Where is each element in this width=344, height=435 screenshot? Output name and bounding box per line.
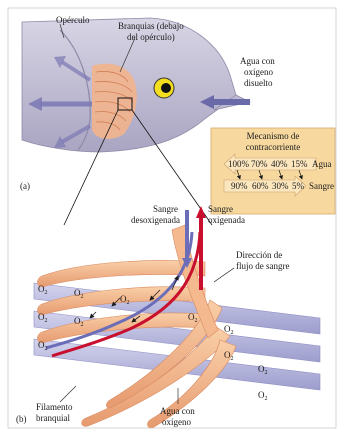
direccion-label-line1: Dirección de [236,250,282,260]
sangre-ox-label-line2: oxigenada [208,215,245,225]
agua-oxigeno-label-line2: oxígeno [162,417,191,427]
countercurrent-title-line2: contracorriente [246,142,300,152]
blood-value-3: 30% [272,181,289,191]
agua-label-line3: disuelto [244,78,273,88]
o2-label: O2 [258,390,268,402]
direccion-label-line2: flujo de sangre [236,261,289,271]
water-value-4: 15% [291,159,308,169]
filamento-label-line2: branquial [36,413,70,423]
o2-subscript: 2 [231,356,234,362]
o2-subscript: 2 [231,330,234,336]
o2-subscript: 2 [81,322,84,328]
countercurrent-title-line1: Mecanismo de [247,131,300,141]
o2-subscript: 2 [265,370,268,376]
water-row-label: Agua [312,159,332,169]
water-value-3: 40% [271,159,288,169]
water-value-1: 100% [228,159,250,169]
o2-subscript: 2 [45,290,48,296]
oxygenated-blood-arrowhead [196,206,206,218]
agua-oxigeno-label-line1: Agua con [160,406,195,416]
part-b-label: (b) [16,414,27,424]
fish-eye [154,78,174,98]
sangre-ox-label-line1: Sangre [208,204,233,214]
o2-subscript: 2 [81,294,84,300]
branquias-label-line1: Branquias (debajo [118,21,184,31]
countercurrent-box: Mecanismo de contracorriente 100% 70% 40… [211,128,335,214]
filamento-label-line1: Filamento [36,402,73,412]
o2-subscript: 2 [45,346,48,352]
flow-direction-leader [214,268,234,282]
o2-subscript: 2 [45,318,48,324]
o2-subscript: 2 [265,396,268,402]
operculo-label: Opérculo [56,15,90,25]
branquias-label-line2: del opérculo) [127,32,175,42]
blood-value-2: 60% [252,181,269,191]
blood-value-4: 5% [292,181,305,191]
part-a-label: (a) [20,181,30,191]
o2-subscript: 2 [195,318,198,324]
agua-label-line2: oxígeno [244,67,273,77]
filamento-leader [60,386,76,402]
sangre-desox-label-line2: desoxigenada [131,215,180,225]
o2-subscript: 2 [127,300,130,306]
agua-label-line1: Agua con [240,56,275,66]
blood-value-1: 90% [231,181,248,191]
water-value-2: 70% [251,159,268,169]
blood-row-label: Sangre [309,181,334,191]
sangre-desox-label-line1: Sangre [153,204,178,214]
